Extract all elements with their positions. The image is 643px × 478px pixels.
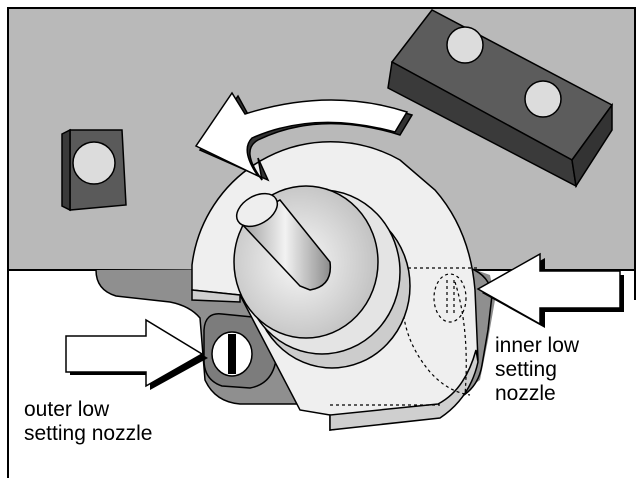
control-stem (235, 192, 332, 291)
arrow-right-icon (65, 318, 208, 390)
curved-arrow-icon (194, 91, 414, 182)
left-mounting-block (61, 128, 127, 212)
outer-nozzle-label: outer low setting nozzle (24, 398, 153, 445)
right-mounting-block (387, 9, 614, 189)
arrow-left-icon (476, 252, 624, 328)
inner-nozzle-label: inner low setting nozzle (495, 334, 580, 405)
outer-nozzle-screw (211, 331, 253, 377)
dial-edge (191, 289, 241, 303)
dial-lower-edge (329, 349, 479, 431)
